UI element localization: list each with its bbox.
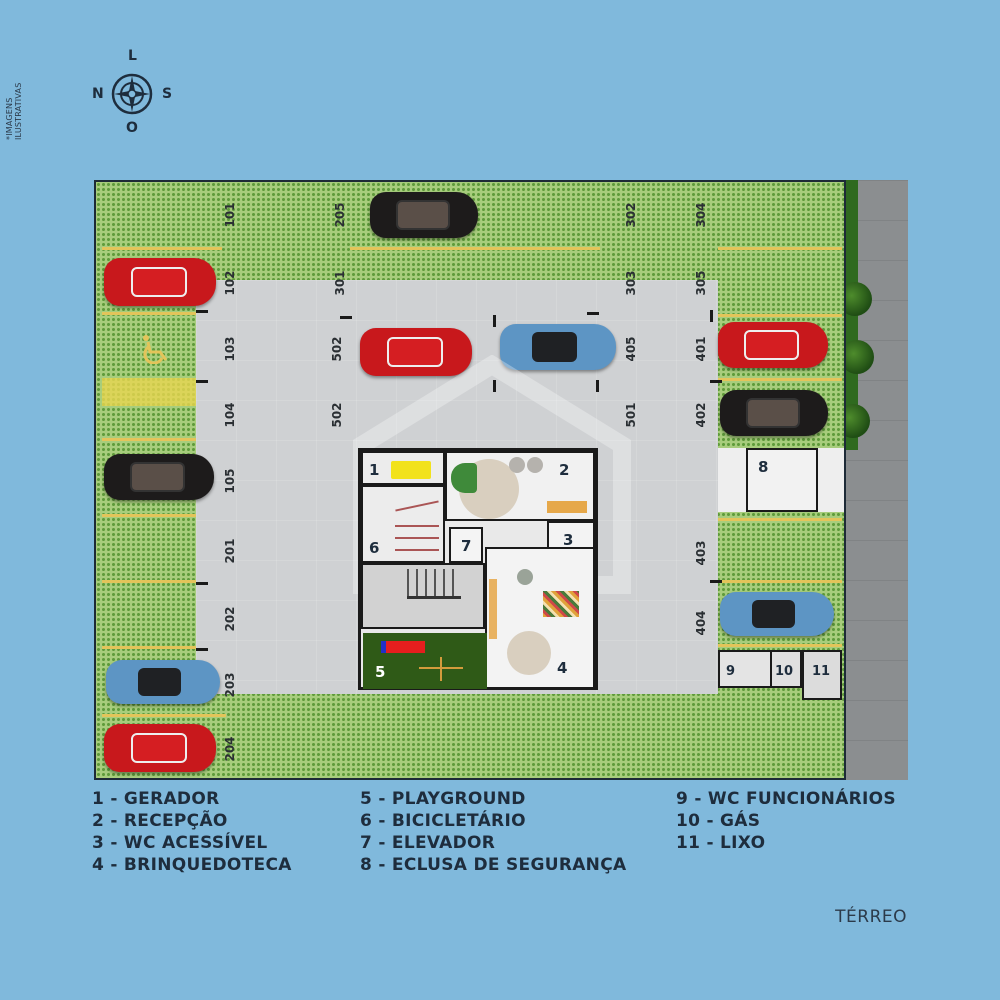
table-icon: [517, 569, 533, 585]
compass-rose-icon: [111, 73, 153, 115]
room-number: 4: [557, 659, 568, 677]
desk-icon: [547, 501, 587, 513]
spot-label: 202: [223, 606, 237, 632]
spot-label: 204: [223, 736, 237, 762]
room-number: 3: [563, 531, 574, 549]
spot-label: 402: [694, 402, 708, 428]
legend-column-3: 9 - WC FUNCIONÁRIOS 10 - GÁS 11 - LIXO: [676, 788, 896, 854]
rug: [507, 631, 551, 675]
car-red: [360, 328, 472, 376]
spot-label: 201: [223, 538, 237, 564]
compass: L N S O: [90, 48, 176, 138]
spot-label: 404: [694, 610, 708, 636]
spot-label: 301: [333, 270, 347, 296]
legend-column-2: 5 - PLAYGROUND 6 - BICICLETÁRIO 7 - ELEV…: [360, 788, 626, 876]
spot-label: 303: [624, 270, 638, 296]
spot-label: 203: [223, 672, 237, 698]
spot-label: 403: [694, 540, 708, 566]
bench: [489, 579, 497, 639]
room-number: 11: [812, 664, 831, 679]
room-gas: 10: [770, 650, 802, 688]
building: 1 2 6 7 3 4 5: [358, 448, 598, 690]
stairs-icon: [407, 569, 461, 599]
disclaimer-text: *IMAGENS ILUSTRATIVAS: [5, 82, 23, 140]
car-black: [720, 390, 828, 436]
car-black: [370, 192, 478, 238]
room-number: 8: [758, 458, 769, 476]
compass-top-label: L: [128, 48, 137, 64]
legend-item: 4 - BRINQUEDOTECA: [92, 855, 292, 875]
spot-label: 305: [694, 270, 708, 296]
stairs: [361, 563, 485, 629]
room-gerador: 1: [361, 451, 445, 485]
generator-icon: [391, 461, 431, 479]
car-black: [104, 454, 214, 500]
spot-label: 401: [694, 336, 708, 362]
legend-item: 11 - LIXO: [676, 833, 766, 853]
room-number: 1: [369, 461, 380, 479]
legend-item: 8 - ECLUSA DE SEGURANÇA: [360, 855, 627, 875]
compass-bottom-label: O: [126, 120, 138, 136]
room-playground: 5: [363, 633, 487, 689]
room-brinquedoteca: 4: [485, 547, 595, 689]
ball-pit: [543, 591, 579, 617]
spot-label: 101: [223, 202, 237, 228]
bicycle-icon: [395, 525, 439, 527]
legend-item: 10 - GÁS: [676, 811, 761, 831]
spot-label: 502: [330, 336, 344, 362]
legend-item: 1 - GERADOR: [92, 789, 220, 809]
compass-right-label: S: [162, 86, 173, 102]
car-red: [718, 322, 828, 368]
room-eclusa: 8: [746, 448, 818, 512]
room-bicicletario: 6: [361, 485, 445, 563]
bicycle-icon: [395, 500, 439, 512]
seesaw-icon: [440, 657, 442, 681]
spot-label: 102: [223, 270, 237, 296]
room-recepcao: 2: [445, 451, 595, 521]
spot-label: 302: [624, 202, 638, 228]
wheelchair-icon: [143, 335, 168, 364]
car-blue: [500, 324, 616, 370]
spot-label: 103: [223, 336, 237, 362]
car-red: [104, 258, 216, 306]
spot-label: 501: [624, 402, 638, 428]
chair-icon: [509, 457, 525, 473]
legend-item: 5 - PLAYGROUND: [360, 789, 526, 809]
chair-icon: [527, 457, 543, 473]
spot-label: 205: [333, 202, 347, 228]
room-lixo: 11: [802, 650, 842, 700]
legend-item: 9 - WC FUNCIONÁRIOS: [676, 789, 896, 809]
room-number: 5: [375, 663, 386, 681]
room-number: 2: [559, 461, 570, 479]
room-elevador: 7: [449, 527, 483, 563]
legend-item: 2 - RECEPÇÃO: [92, 811, 228, 831]
room-wc-funcionarios: 9: [718, 650, 772, 688]
slide-icon: [381, 641, 425, 653]
room-number: 6: [369, 539, 380, 557]
sofa-icon: [451, 463, 477, 493]
spot-label: 502: [330, 402, 344, 428]
legend-column-1: 1 - GERADOR 2 - RECEPÇÃO 3 - WC ACESSÍVE…: [92, 788, 292, 876]
room-number: 7: [461, 537, 472, 555]
spot-label: 105: [223, 468, 237, 494]
bicycle-icon: [395, 549, 439, 551]
spot-label: 405: [624, 336, 638, 362]
car-blue: [106, 660, 220, 704]
room-number: 10: [775, 664, 794, 679]
room-number: 9: [726, 664, 736, 679]
compass-left-label: N: [92, 86, 104, 102]
spot-label: 104: [223, 402, 237, 428]
legend-item: 3 - WC ACESSÍVEL: [92, 833, 268, 853]
spot-label: 304: [694, 202, 708, 228]
car-red: [104, 724, 216, 772]
legend-item: 6 - BICICLETÁRIO: [360, 811, 526, 831]
floor-name: TÉRREO: [835, 907, 907, 927]
legend-item: 7 - ELEVADOR: [360, 833, 496, 853]
car-blue: [720, 592, 834, 636]
bicycle-icon: [395, 537, 439, 539]
accessible-buffer-zone: [102, 378, 196, 406]
